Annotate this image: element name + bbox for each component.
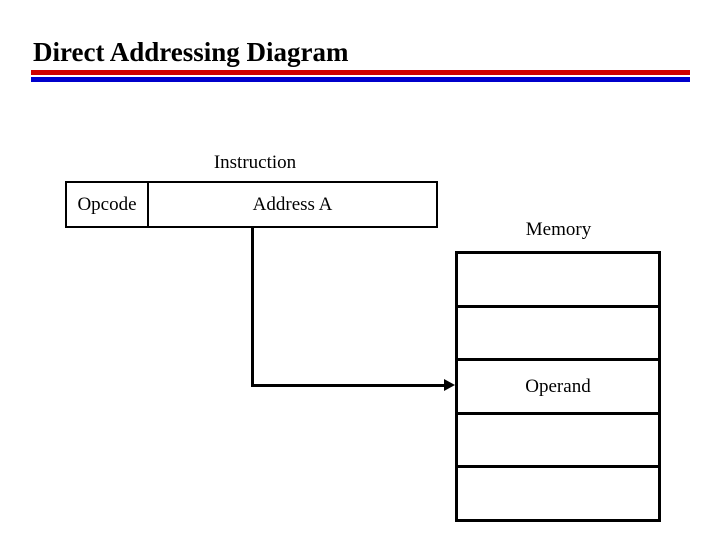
memory-cell (458, 468, 658, 519)
memory-cell-label: Operand (525, 375, 591, 397)
memory-block: Operand (455, 251, 661, 522)
connector-line-vertical (251, 228, 254, 386)
memory-cell (458, 415, 658, 469)
page-title: Direct Addressing Diagram (33, 37, 349, 67)
instruction-box: Opcode Address A (65, 181, 438, 228)
connector-line-horizontal (251, 384, 447, 387)
title-rule-red (31, 70, 690, 75)
arrow-right-icon (444, 379, 455, 391)
instruction-caption: Instruction (213, 152, 297, 173)
memory-caption: Memory (525, 219, 592, 240)
memory-cell (458, 254, 658, 308)
instruction-field-opcode-label: Opcode (77, 194, 137, 215)
title-rule-blue (31, 77, 690, 82)
instruction-field-address-label: Address A (252, 194, 333, 215)
memory-cell (458, 308, 658, 362)
instruction-field-opcode: Opcode (67, 183, 149, 226)
instruction-field-address: Address A (149, 183, 436, 226)
memory-cell-operand: Operand (458, 361, 658, 415)
